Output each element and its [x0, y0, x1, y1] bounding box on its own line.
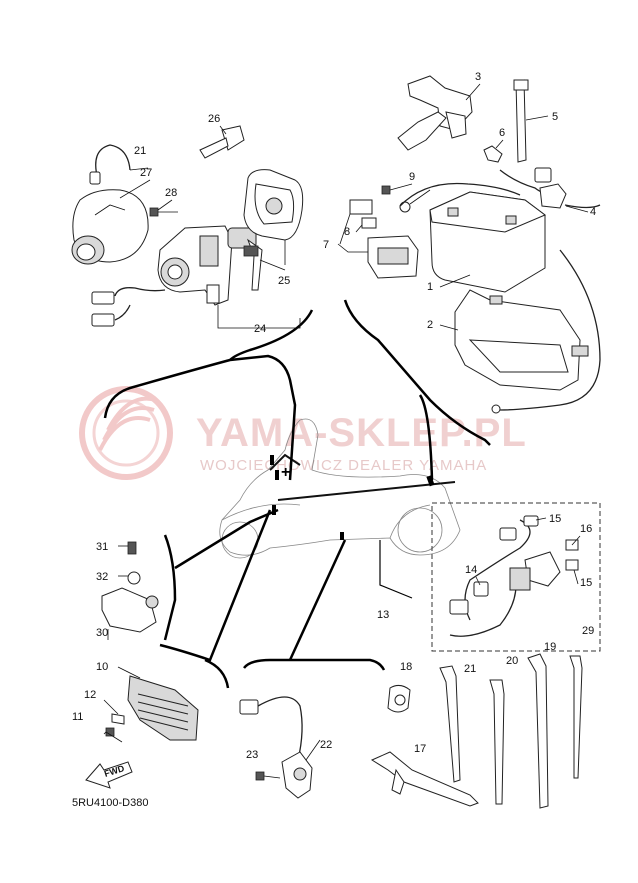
diagram-code: 5RU4100-D380	[72, 797, 148, 809]
svg-text:+: +	[281, 464, 290, 481]
part-number: 32	[96, 571, 108, 583]
sensor-assembly	[239, 696, 313, 799]
part-number: 5	[552, 111, 558, 123]
part-number: 7	[323, 239, 329, 251]
part-number: 27	[140, 167, 152, 179]
part-number: 19	[544, 641, 556, 653]
part-number: 8	[344, 226, 350, 238]
part-number: 15	[580, 577, 592, 589]
part-number: 1	[427, 281, 433, 293]
part-number: 11	[72, 711, 83, 723]
watermark: YAMA-SKLEP.PL WOJCIECHOWICZ DEALER YAMAH…	[79, 386, 527, 480]
harness-parts	[449, 515, 579, 637]
part-number: 31	[96, 541, 108, 553]
part-number: 21	[464, 663, 476, 675]
part-number: 6	[499, 127, 505, 139]
part-number: 3	[475, 71, 481, 83]
part-number: 24	[254, 323, 266, 335]
part-number: 16	[580, 523, 592, 535]
part-number: 23	[246, 749, 258, 761]
part-number: 2	[427, 319, 433, 331]
part-number: 22	[320, 739, 332, 751]
part-number: 21	[134, 145, 146, 157]
part-number: 13	[377, 609, 389, 621]
watermark-title: YAMA-SKLEP.PL	[196, 411, 527, 455]
leader-lines	[119, 83, 589, 761]
battery-assembly	[349, 75, 601, 414]
part-number: 30	[96, 627, 108, 639]
part-number: 12	[84, 689, 96, 701]
part-number: 14	[465, 564, 477, 576]
part-number: 9	[409, 171, 415, 183]
part-number: 17	[414, 743, 426, 755]
part-number: 28	[165, 187, 177, 199]
wire-harness-box	[431, 502, 601, 652]
part-number: 25	[278, 275, 290, 287]
relay-and-rectifier: FWD	[85, 541, 199, 789]
part-numbers: 3 5 6 9 4 8 7 1 2 26 21 27 28 25 24 15 1…	[72, 71, 596, 761]
part-number: 20	[506, 655, 518, 667]
cable-ties	[370, 653, 583, 809]
part-number: 4	[590, 206, 596, 218]
callout-lines	[103, 299, 601, 689]
part-number: 10	[96, 661, 108, 673]
watermark-logo-icon	[79, 386, 173, 480]
main-switch-assembly	[71, 125, 304, 329]
scooter-outline: +	[219, 418, 461, 559]
part-number: 26	[208, 113, 220, 125]
part-number: 29	[582, 625, 594, 637]
fwd-arrow-icon	[85, 761, 133, 789]
part-number: 18	[400, 661, 412, 673]
watermark-subtitle: WOJCIECHOWICZ DEALER YAMAHA	[200, 457, 487, 474]
part-number: 15	[549, 513, 561, 525]
